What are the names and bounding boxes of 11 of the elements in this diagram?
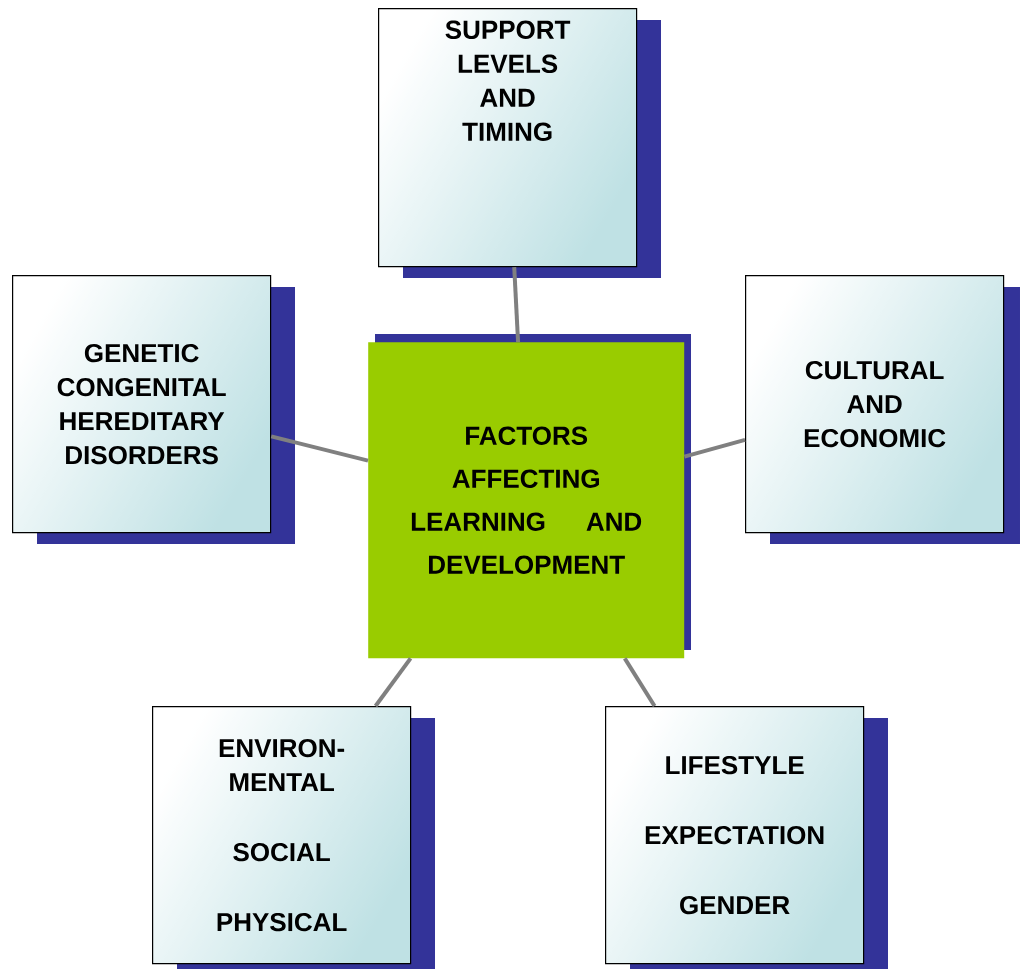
process-box: FACTORS AFFECTING LEARNING AND DEVELOPMENT [368, 334, 691, 659]
connector-line [270, 434, 369, 463]
process-box: LIFESTYLE EXPECTATION GENDER [605, 706, 888, 969]
process-box: ENVIRON- MENTAL SOCIAL PHYSICAL [152, 706, 435, 969]
connector-line [683, 437, 746, 459]
process-box: CULTURAL AND ECONOMIC [745, 275, 1020, 544]
connector-line [623, 657, 657, 708]
process-box: SUPPORT LEVELS AND TIMING [378, 8, 661, 278]
process-box: GENETIC CONGENITAL HEREDITARY DISORDERS [12, 275, 295, 544]
connector-line [373, 657, 413, 708]
connector-line [512, 267, 521, 343]
